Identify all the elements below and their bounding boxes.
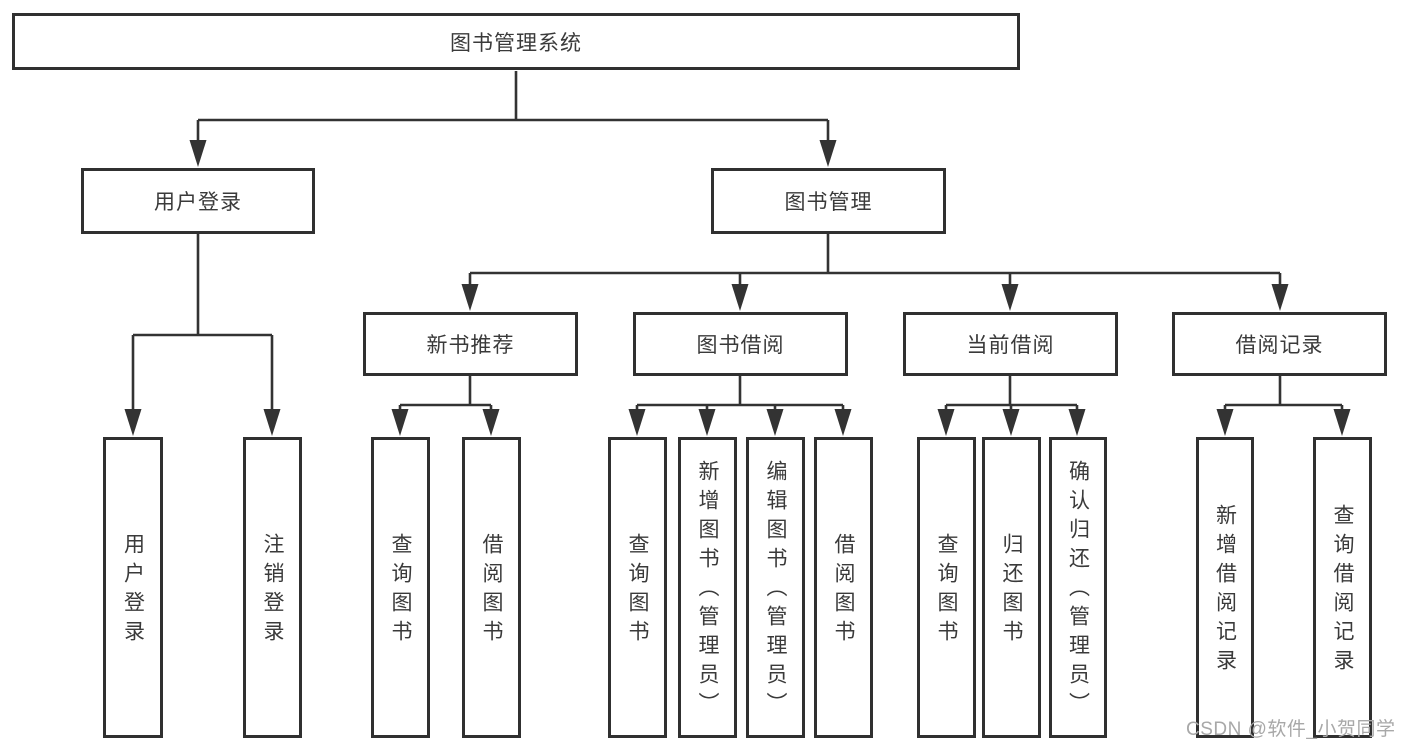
leaf-return-book: 归还图书 xyxy=(982,437,1041,738)
leaf-borrow-books-recommend: 借阅图书 xyxy=(462,437,521,738)
leaf-borrow-books-borrowing: 借阅图书 xyxy=(814,437,873,738)
leaf-add-book-admin: 新增图书（管理员） xyxy=(678,437,737,738)
leaf-query-books-current: 查询图书 xyxy=(917,437,976,738)
node-new-book-recommendation: 新书推荐 xyxy=(363,312,578,376)
leaf-query-borrow-record: 查询借阅记录 xyxy=(1313,437,1372,738)
leaf-edit-book-admin: 编辑图书（管理员） xyxy=(746,437,805,738)
leaf-logout: 注销登录 xyxy=(243,437,302,738)
node-borrowing-records: 借阅记录 xyxy=(1172,312,1387,376)
node-library-management-system: 图书管理系统 xyxy=(12,13,1020,70)
csdn-watermark: CSDN @软件_小贺同学 xyxy=(1186,719,1396,740)
leaf-add-borrow-record: 新增借阅记录 xyxy=(1196,437,1254,738)
node-user-login: 用户登录 xyxy=(81,168,315,234)
node-current-borrowing: 当前借阅 xyxy=(903,312,1118,376)
leaf-query-books-borrowing: 查询图书 xyxy=(608,437,667,738)
leaf-confirm-return-admin: 确认归还（管理员） xyxy=(1049,437,1107,738)
leaf-query-books-recommend: 查询图书 xyxy=(371,437,430,738)
node-book-management: 图书管理 xyxy=(711,168,946,234)
leaf-user-login: 用户登录 xyxy=(103,437,163,738)
node-book-borrowing: 图书借阅 xyxy=(633,312,848,376)
